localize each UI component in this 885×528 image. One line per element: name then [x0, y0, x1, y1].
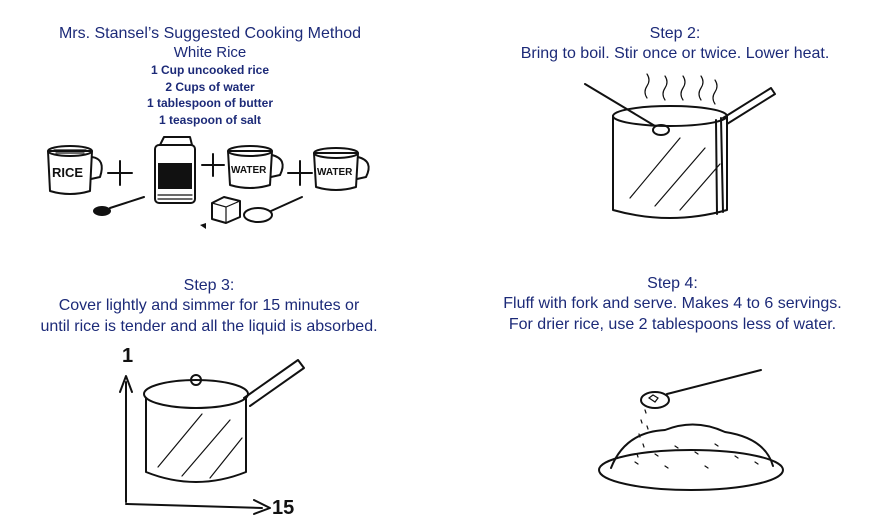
- serving-spoon-icon: [640, 369, 762, 409]
- stirring-spoon-icon: [584, 83, 670, 136]
- ingredient-rice: 1 Cup uncooked rice: [150, 63, 270, 77]
- step3-title: Step 3:: [183, 277, 235, 294]
- pot-handle-icon: [243, 359, 305, 407]
- salt-canister-icon: [154, 136, 196, 204]
- recipe-text-block: Mrs. Stansel’s Suggested Cooking Method …: [30, 24, 390, 128]
- step4-title: Step 4:: [647, 275, 698, 292]
- rice-plate-icon: [598, 423, 784, 491]
- recipe-heading: Mrs. Stansel’s Suggested Cooking Method: [58, 25, 362, 42]
- water-cup-label: WATER: [317, 167, 353, 178]
- simmering-pot-illustration: 1 15: [119, 345, 305, 519]
- time-arrow-label: 15: [272, 497, 294, 519]
- plus-icon: [201, 153, 225, 177]
- boiling-pot-illustration: [584, 73, 776, 219]
- water-measuring-cup-icon: WATER: [313, 147, 370, 191]
- pot-handle-icon: [722, 87, 776, 125]
- plus-icon: [287, 160, 313, 186]
- step3-line-1: Cover lightly and simmer for 15 minutes …: [58, 297, 360, 314]
- covered-pot-icon: [143, 374, 249, 483]
- heat-arrow-icon: 1 15: [119, 345, 294, 519]
- plus-icon: [107, 160, 133, 186]
- rice-measuring-cup-icon: RICE: [47, 145, 103, 195]
- step3-line-2: until rice is tender and all the liquid …: [40, 318, 378, 335]
- teaspoon-icon: [93, 196, 145, 216]
- step4-text-block: Step 4: Fluff with fork and serve. Makes…: [460, 274, 885, 335]
- step2-text: Bring to boil. Stir once or twice. Lower…: [520, 45, 830, 62]
- tablespoon-icon: [243, 196, 303, 223]
- ingredient-salt: 1 teaspoon of salt: [158, 112, 262, 127]
- water-measuring-cup-icon: WATER: [227, 145, 284, 189]
- recipe-subheading: White Rice: [173, 44, 247, 61]
- boiling-pot-icon: [612, 105, 728, 219]
- step4-line-2: For drier rice, use 2 tablespoons less o…: [508, 316, 837, 333]
- step4-line-1: Fluff with fork and serve. Makes 4 to 6 …: [503, 295, 842, 312]
- ingredient-water: 2 Cups of water: [165, 79, 255, 94]
- steam-icon: [644, 73, 718, 105]
- step2-title: Step 2:: [649, 25, 701, 42]
- rice-cup-label: RICE: [52, 165, 83, 180]
- ingredients-illustration: RICE WATER WATER: [47, 136, 370, 229]
- heat-arrow-label: 1: [122, 345, 133, 367]
- served-rice-illustration: [598, 369, 784, 491]
- water-cup-label: WATER: [231, 165, 267, 176]
- ingredient-butter: 1 tablespoon of butter: [147, 96, 273, 110]
- butter-cube-icon: [211, 196, 241, 224]
- step3-text-block: Step 3: Cover lightly and simmer for 15 …: [0, 276, 418, 337]
- step2-text-block: Step 2: Bring to boil. Stir once or twic…: [470, 24, 880, 64]
